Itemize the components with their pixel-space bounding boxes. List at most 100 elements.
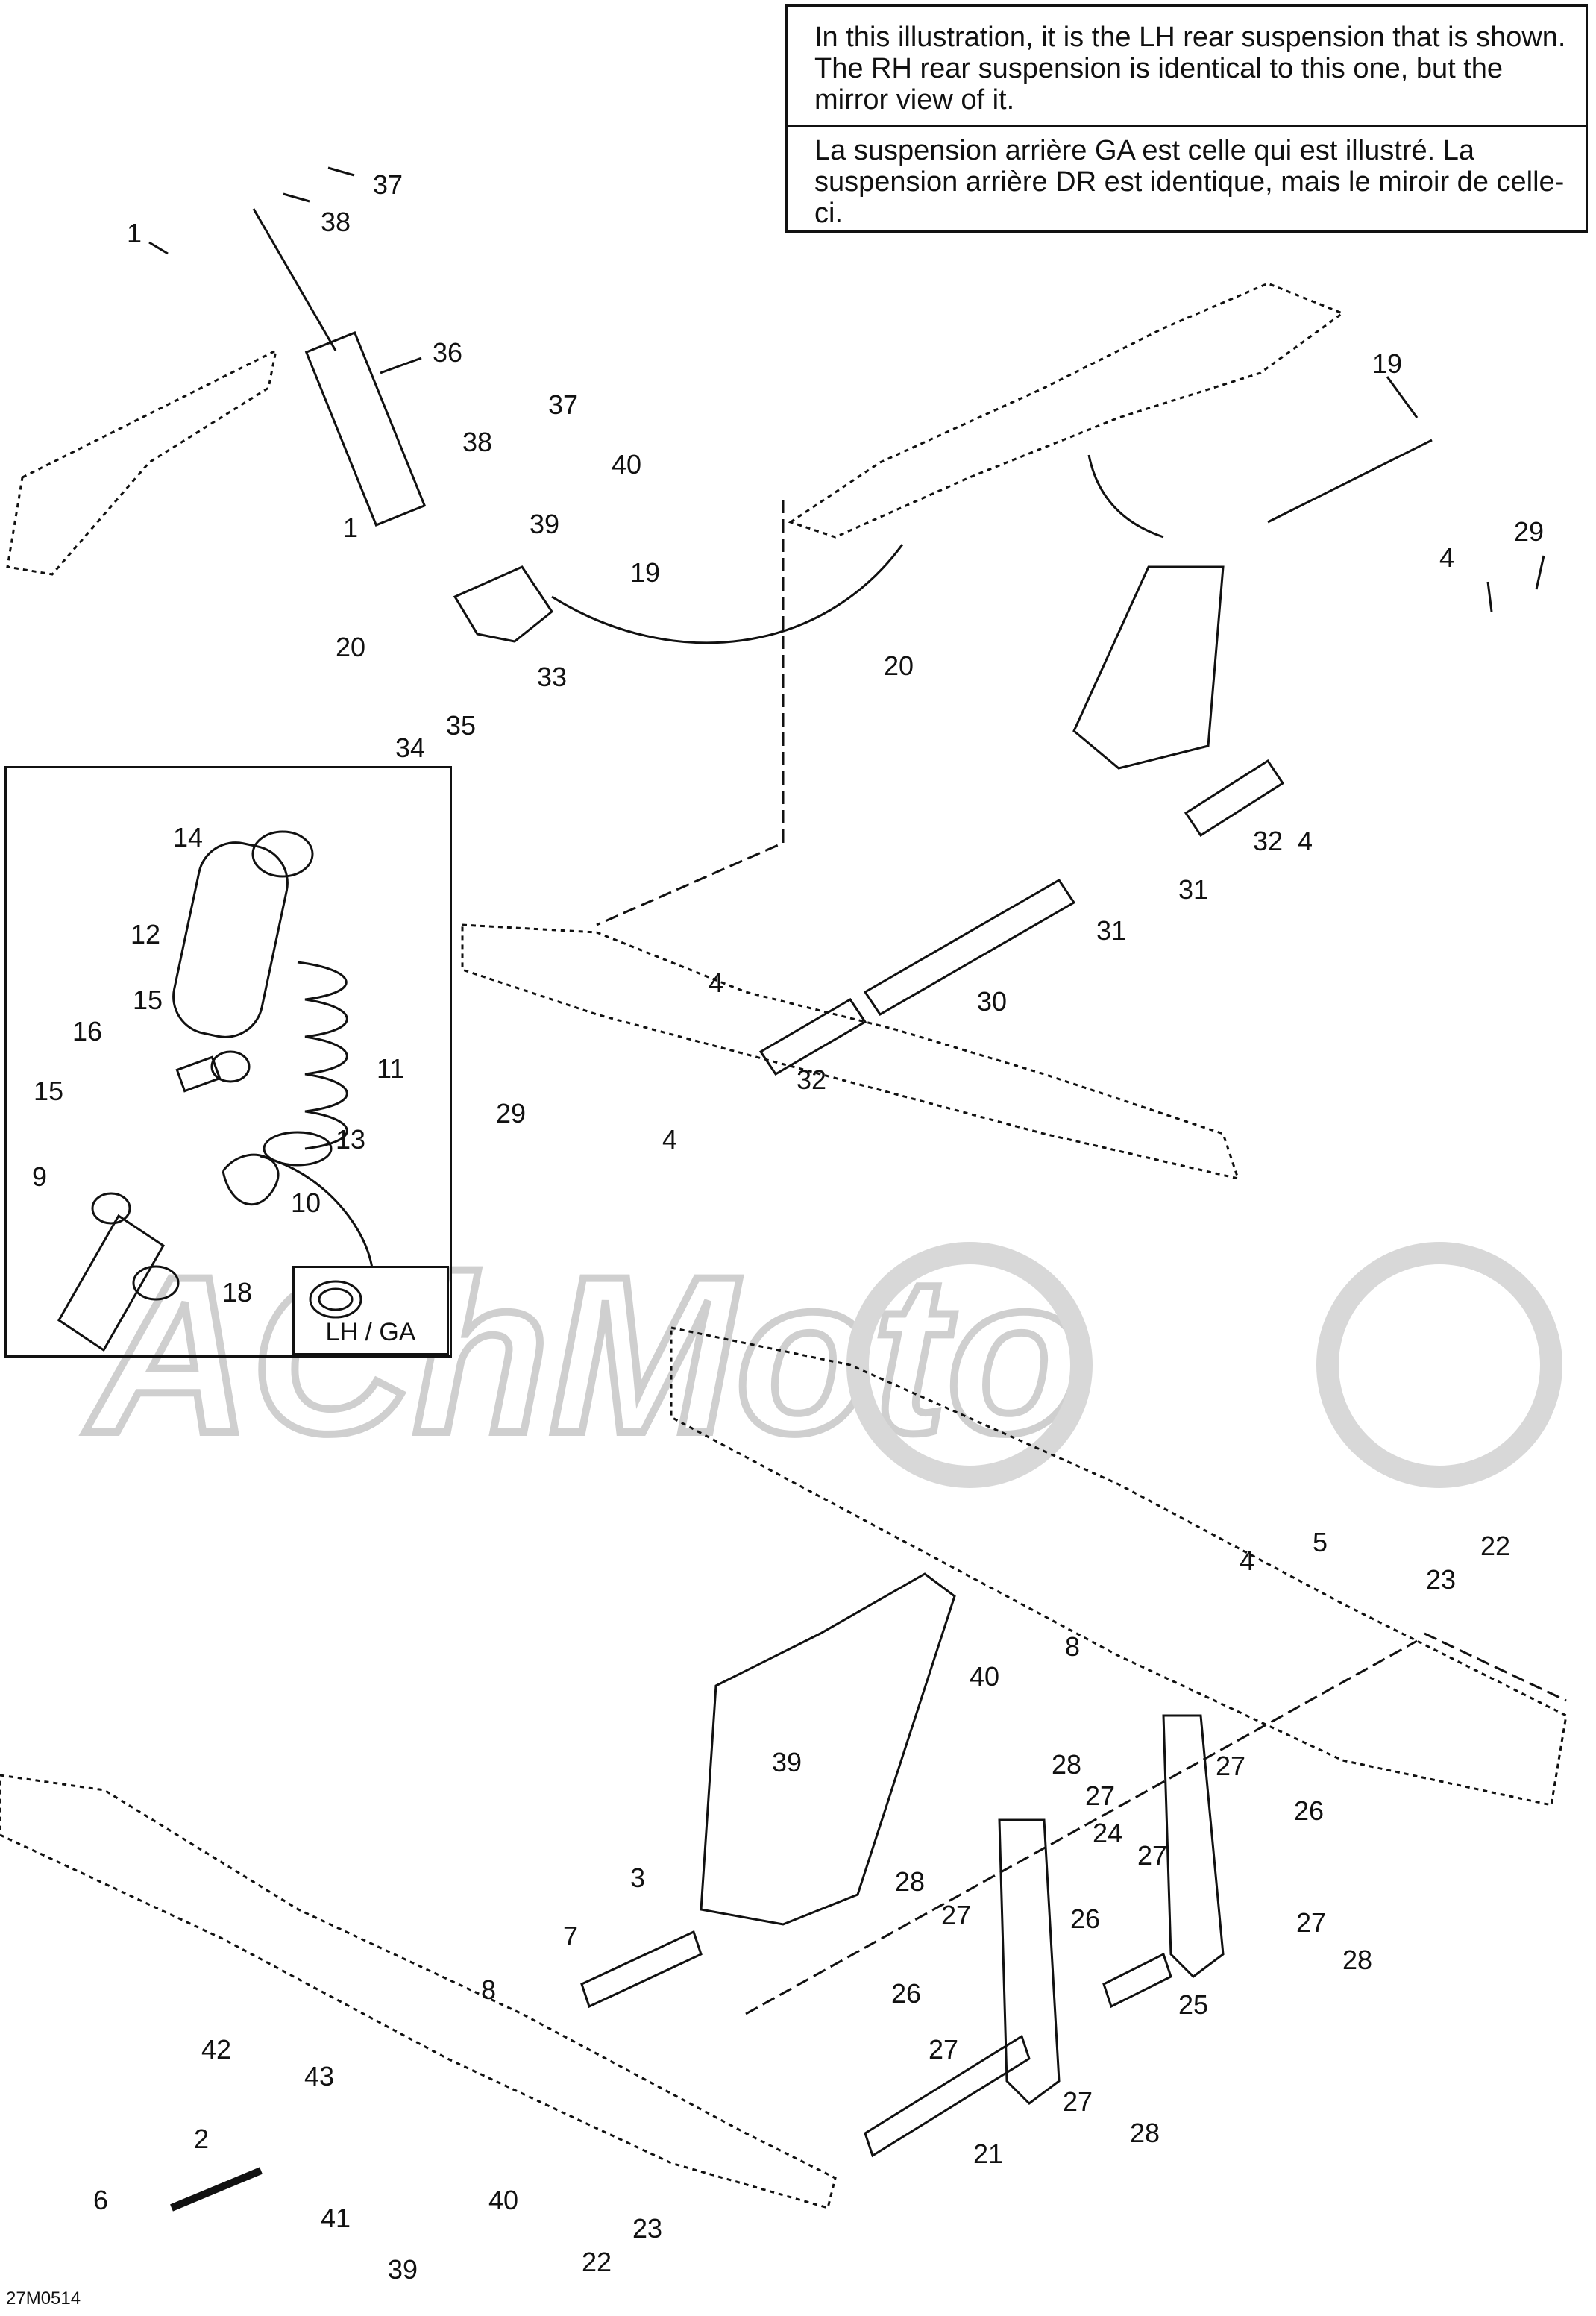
- callout-31: 31: [1096, 915, 1126, 946]
- callout-28: 28: [1052, 1749, 1081, 1780]
- spacer-32a: [758, 997, 867, 1076]
- callout-37: 37: [548, 389, 578, 420]
- shock-9: [57, 1214, 165, 1352]
- callout-20: 20: [884, 650, 914, 681]
- tube-7: [580, 1930, 703, 2009]
- connector-dashed: [596, 500, 785, 926]
- upper-frame: [788, 282, 1345, 539]
- callout-32: 32: [797, 1064, 826, 1095]
- front-arm-3: [700, 1572, 956, 1926]
- bushing-15a: [91, 1192, 131, 1225]
- cross-tube-30: [863, 878, 1076, 1017]
- lh-detail-subinset: LH / GA: [292, 1266, 449, 1355]
- callout-36: 36: [433, 337, 462, 368]
- callout-27: 27: [1063, 2086, 1093, 2117]
- callout-18: 18: [222, 1277, 252, 1308]
- callout-27: 27: [929, 2034, 958, 2065]
- callout-1: 1: [127, 218, 142, 248]
- lh-ga-label: LH / GA: [325, 1318, 416, 1346]
- clip-14: [251, 830, 314, 878]
- callout-28: 28: [895, 1866, 925, 1897]
- callout-7: 7: [563, 1921, 578, 1951]
- callout-29: 29: [496, 1098, 526, 1129]
- callout-30: 30: [977, 986, 1007, 1017]
- rail-left: [0, 1774, 837, 2209]
- callout-4: 4: [1439, 542, 1454, 573]
- callout-5: 5: [1313, 1527, 1328, 1557]
- callout-28: 28: [1130, 2118, 1160, 2148]
- spring-detail-inset: [4, 766, 452, 1358]
- callout-15: 15: [34, 1076, 63, 1106]
- callout-38: 38: [462, 427, 492, 457]
- leader: [1486, 581, 1493, 612]
- callout-24: 24: [1093, 1818, 1122, 1848]
- leader: [148, 241, 169, 255]
- callout-4: 4: [709, 967, 723, 998]
- sleeve-16: [175, 1055, 222, 1093]
- tube-21: [864, 2034, 1031, 2158]
- callout-27: 27: [1216, 1751, 1245, 1781]
- callout-26: 26: [891, 1978, 921, 2009]
- callout-28: 28: [1342, 1945, 1372, 1975]
- callout-19: 19: [630, 557, 660, 588]
- callout-19: 19: [1372, 348, 1402, 379]
- leader: [1386, 376, 1419, 418]
- callout-22: 22: [1480, 1531, 1510, 1561]
- boot-12: [172, 841, 289, 1038]
- ring-13: [263, 1131, 333, 1167]
- callout-26: 26: [1294, 1795, 1324, 1826]
- callout-6: 6: [93, 2185, 108, 2215]
- callout-42: 42: [201, 2034, 231, 2065]
- callout-2: 2: [194, 2124, 209, 2154]
- callout-38: 38: [321, 207, 351, 237]
- callout-31: 31: [1178, 874, 1208, 905]
- connector-dashed: [745, 1639, 1418, 2015]
- rear-shock-body: [1072, 565, 1225, 770]
- inset-drawing: [57, 830, 374, 1352]
- spring-11: [297, 961, 348, 1150]
- callout-23: 23: [632, 2213, 662, 2244]
- callout-4: 4: [662, 1124, 677, 1155]
- leader: [283, 192, 310, 203]
- callout-34: 34: [395, 732, 425, 763]
- front-shock-36: [304, 331, 427, 527]
- note-french: La suspension arrière GA est celle qui e…: [814, 135, 1565, 229]
- callout-40: 40: [488, 2185, 518, 2215]
- callout-16: 16: [72, 1016, 102, 1046]
- connector-curve: [1087, 454, 1164, 539]
- watermark-wheel-rear: [1316, 1242, 1562, 1488]
- connector-dashed: [1424, 1632, 1567, 1702]
- callout-12: 12: [131, 919, 160, 950]
- drawing-code: 27M0514: [6, 2288, 81, 2309]
- callout-39: 39: [530, 509, 559, 539]
- leader: [380, 357, 422, 374]
- callout-14: 14: [173, 822, 203, 853]
- front-arm: [6, 348, 278, 576]
- callout-39: 39: [772, 1747, 802, 1777]
- note-separator: [788, 125, 1586, 127]
- bolt-6: [170, 2167, 263, 2212]
- callout-27: 27: [1085, 1780, 1115, 1811]
- callout-27: 27: [941, 1900, 971, 1930]
- bracket-33: [453, 565, 554, 643]
- connector-curve: [551, 544, 904, 644]
- spacer-32b: [1184, 759, 1285, 838]
- callout-41: 41: [321, 2203, 351, 2233]
- rear-shock-bolt-19: [1267, 439, 1433, 524]
- callout-10: 10: [291, 1187, 321, 1218]
- note-box: In this illustration, it is the LH rear …: [785, 4, 1588, 233]
- callout-27: 27: [1137, 1840, 1167, 1871]
- ring-17-drawing: [309, 1280, 362, 1319]
- leader: [1535, 555, 1545, 590]
- callout-27: 27: [1296, 1907, 1326, 1938]
- callout-37: 37: [373, 169, 403, 200]
- callout-32: 32: [1253, 826, 1283, 856]
- callout-35: 35: [446, 710, 476, 741]
- adjuster-10: [222, 1153, 280, 1206]
- callout-15: 15: [133, 985, 163, 1015]
- callout-43: 43: [304, 2061, 334, 2091]
- callout-4: 4: [1298, 826, 1313, 856]
- callout-22: 22: [582, 2247, 612, 2277]
- callout-1: 1: [343, 512, 358, 543]
